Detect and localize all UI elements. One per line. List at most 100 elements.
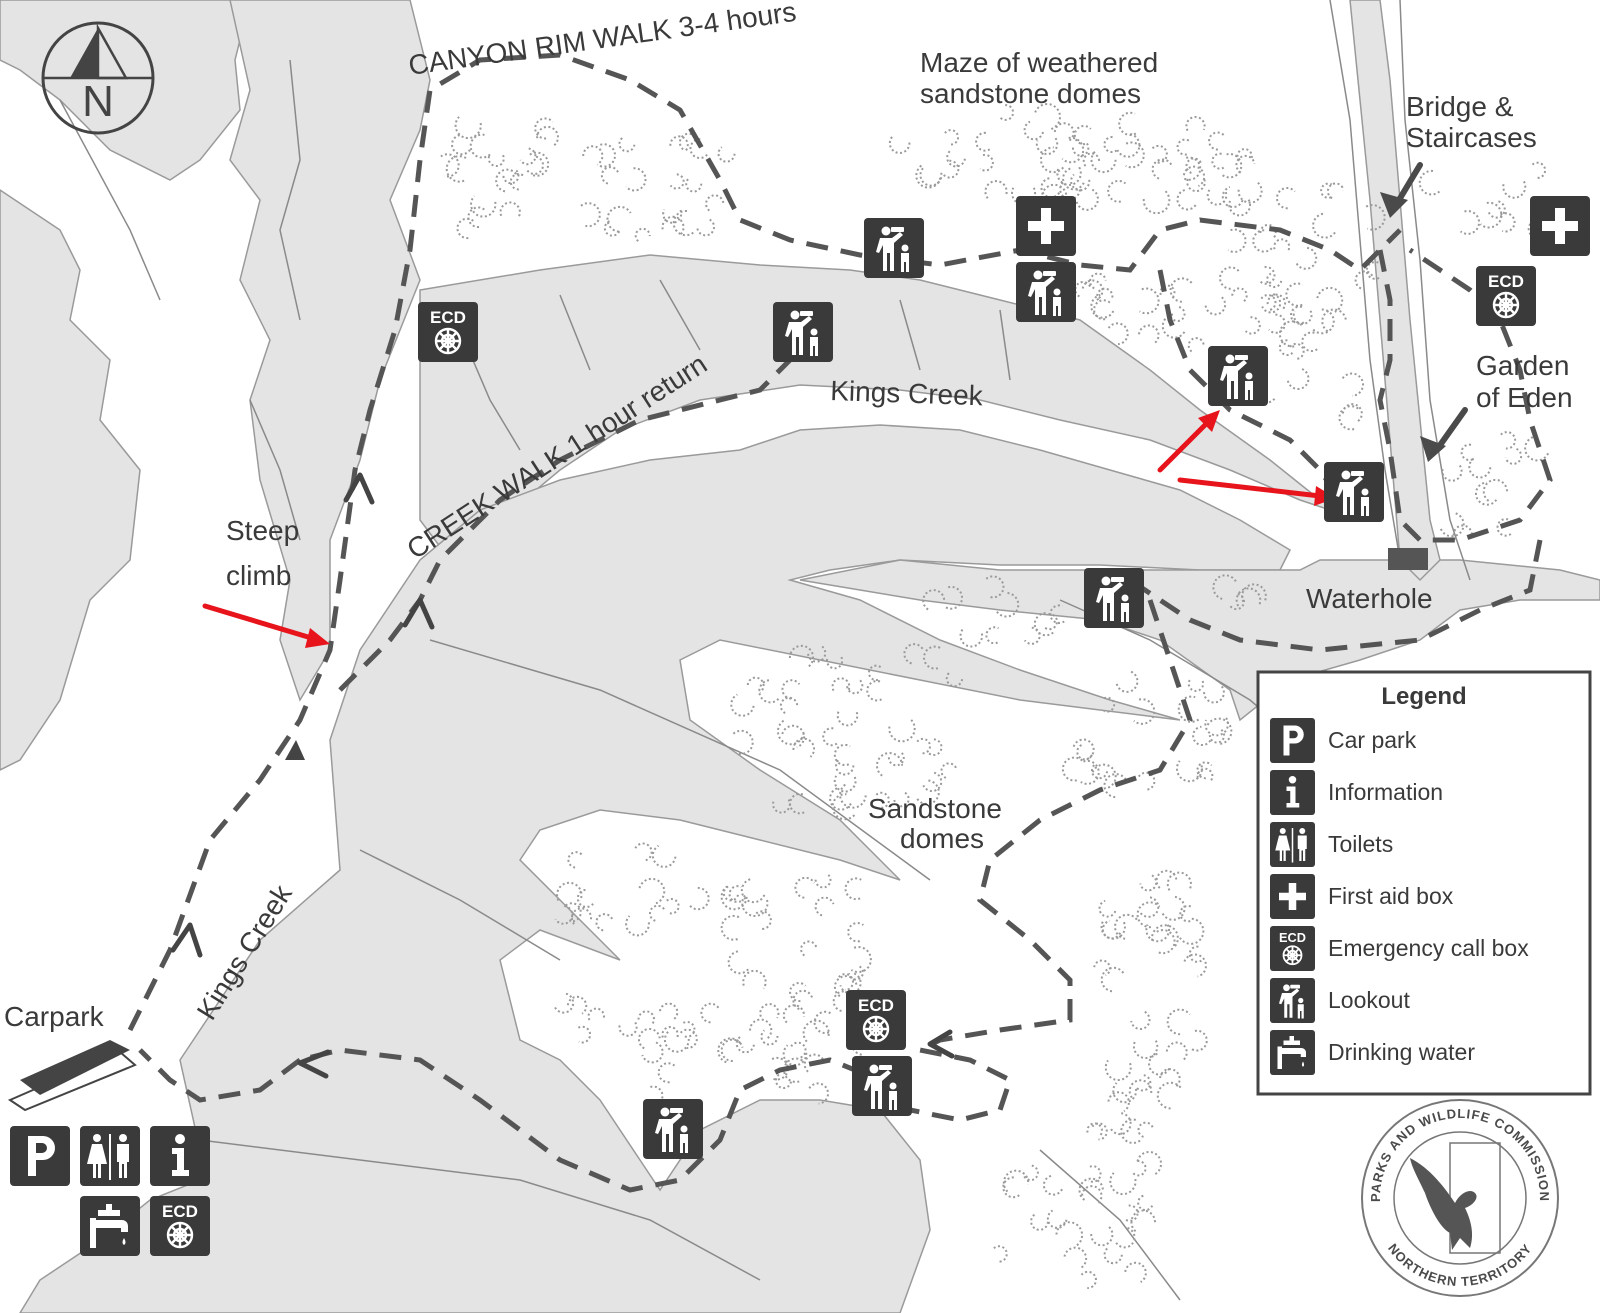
dome-mark xyxy=(1475,481,1498,506)
dome-mark xyxy=(1080,1270,1097,1289)
dome-mark xyxy=(1116,133,1141,158)
dome-mark xyxy=(1120,1118,1141,1144)
dome-mark xyxy=(984,180,1008,199)
dome-mark xyxy=(944,129,960,146)
dome-mark xyxy=(1132,1040,1159,1060)
dome-mark xyxy=(916,737,931,755)
dome-mark xyxy=(794,876,816,899)
lookout-icon[interactable] xyxy=(864,218,924,278)
dome-mark xyxy=(888,134,911,154)
lookout-icon[interactable] xyxy=(1084,568,1144,628)
dome-mark xyxy=(803,1053,826,1073)
dome-mark xyxy=(456,217,476,240)
dome-mark xyxy=(1104,1059,1132,1081)
dome-mark xyxy=(705,194,725,212)
dome-mark xyxy=(1107,322,1129,346)
toilets-icon[interactable] xyxy=(80,1126,140,1186)
dome-mark xyxy=(1176,138,1191,156)
dome-mark xyxy=(637,1028,661,1050)
lookout-icon[interactable] xyxy=(773,302,833,362)
south-return-trail[interactable] xyxy=(299,599,1193,1193)
drinking-water-icon[interactable] xyxy=(80,1196,140,1256)
canyon-rim-walk-label: CANYON RIM WALK 3-4 hours xyxy=(407,0,799,81)
dome-mark xyxy=(781,724,806,749)
dome-mark xyxy=(1192,725,1212,747)
maze-label-line1: Maze of weathered xyxy=(920,47,1158,78)
creek-walk-trail[interactable] xyxy=(338,358,792,692)
first-aid-markers xyxy=(1016,196,1590,256)
lookout-icon[interactable] xyxy=(1208,346,1268,406)
dome-mark xyxy=(1460,443,1474,461)
dome-mark xyxy=(995,592,1020,618)
dome-mark xyxy=(1311,308,1335,335)
emergency-call-icon[interactable] xyxy=(844,988,908,1052)
dome-mark xyxy=(1115,670,1139,693)
dome-mark xyxy=(1221,186,1244,209)
dome-mark xyxy=(730,693,755,717)
emergency-call-icon[interactable] xyxy=(1474,264,1538,328)
dome-mark xyxy=(1169,306,1186,322)
lookout-icon[interactable] xyxy=(1324,462,1384,522)
dome-mark xyxy=(1002,1169,1030,1193)
dome-mark xyxy=(985,575,1005,599)
dome-mark xyxy=(1241,583,1267,603)
waterhole-label: Waterhole xyxy=(1306,583,1433,614)
dome-mark xyxy=(1185,116,1206,132)
dome-mark xyxy=(1132,1160,1147,1177)
lookout-icon[interactable] xyxy=(852,1056,912,1116)
dome-mark xyxy=(814,874,832,889)
dome-mark xyxy=(1441,464,1463,482)
dome-mark xyxy=(1221,153,1243,179)
dome-mark xyxy=(565,902,582,923)
first-aid-icon[interactable] xyxy=(1016,196,1076,256)
dome-mark xyxy=(1096,287,1114,301)
dome-mark xyxy=(833,775,857,793)
dome-mark xyxy=(1312,212,1336,239)
legend: Legend Car park Information Toilets Firs… xyxy=(1256,670,1592,1096)
dome-mark xyxy=(661,215,685,236)
dome-mark xyxy=(1208,729,1226,744)
dome-mark xyxy=(833,743,851,767)
dome-mark xyxy=(746,676,765,694)
first-aid-icon[interactable] xyxy=(1530,196,1590,256)
south-trail-end[interactable] xyxy=(138,1048,302,1103)
dome-mark xyxy=(1204,296,1227,316)
dome-mark xyxy=(866,680,882,702)
dome-mark xyxy=(1100,966,1125,993)
bridge-label-line2: Staircases xyxy=(1406,122,1537,153)
legend-item-drinking-water: Drinking water xyxy=(1328,1039,1475,1065)
dome-mark xyxy=(1075,188,1099,211)
dome-mark xyxy=(582,145,604,165)
canyon-rim-walk-trail[interactable] xyxy=(127,52,1402,1032)
return-rim-trail[interactable] xyxy=(1128,539,1543,653)
dome-mark xyxy=(847,922,864,943)
information-icon[interactable] xyxy=(150,1126,210,1186)
dome-mark xyxy=(850,946,872,973)
parking-icon[interactable] xyxy=(10,1126,70,1186)
dome-mark xyxy=(1156,929,1176,955)
dome-mark xyxy=(553,992,575,1014)
dome-mark xyxy=(782,1004,805,1024)
dome-mark xyxy=(945,670,964,688)
dome-mark xyxy=(1208,131,1225,151)
sandstone-domes-line1: Sandstone xyxy=(868,793,1002,824)
dome-mark xyxy=(781,679,801,700)
dome-mark xyxy=(529,151,550,177)
dome-mark xyxy=(777,719,805,746)
emergency-call-icon[interactable] xyxy=(416,300,480,364)
dome-mark xyxy=(1107,1091,1130,1113)
lookout-icon[interactable] xyxy=(643,1099,703,1159)
dome-mark xyxy=(740,878,766,904)
dome-mark xyxy=(1142,190,1171,215)
dome-mark xyxy=(1212,574,1238,600)
dome-mark xyxy=(814,896,835,917)
lookout-icon[interactable] xyxy=(1016,262,1076,322)
dome-mark xyxy=(1134,1074,1152,1092)
waterhole-trail[interactable] xyxy=(1157,269,1343,502)
dome-mark xyxy=(800,940,818,957)
emergency-call-icon[interactable] xyxy=(148,1194,212,1258)
dome-mark xyxy=(1235,154,1256,174)
dome-mark xyxy=(735,1035,755,1054)
dome-mark xyxy=(1103,773,1127,799)
dome-mark xyxy=(867,664,882,682)
